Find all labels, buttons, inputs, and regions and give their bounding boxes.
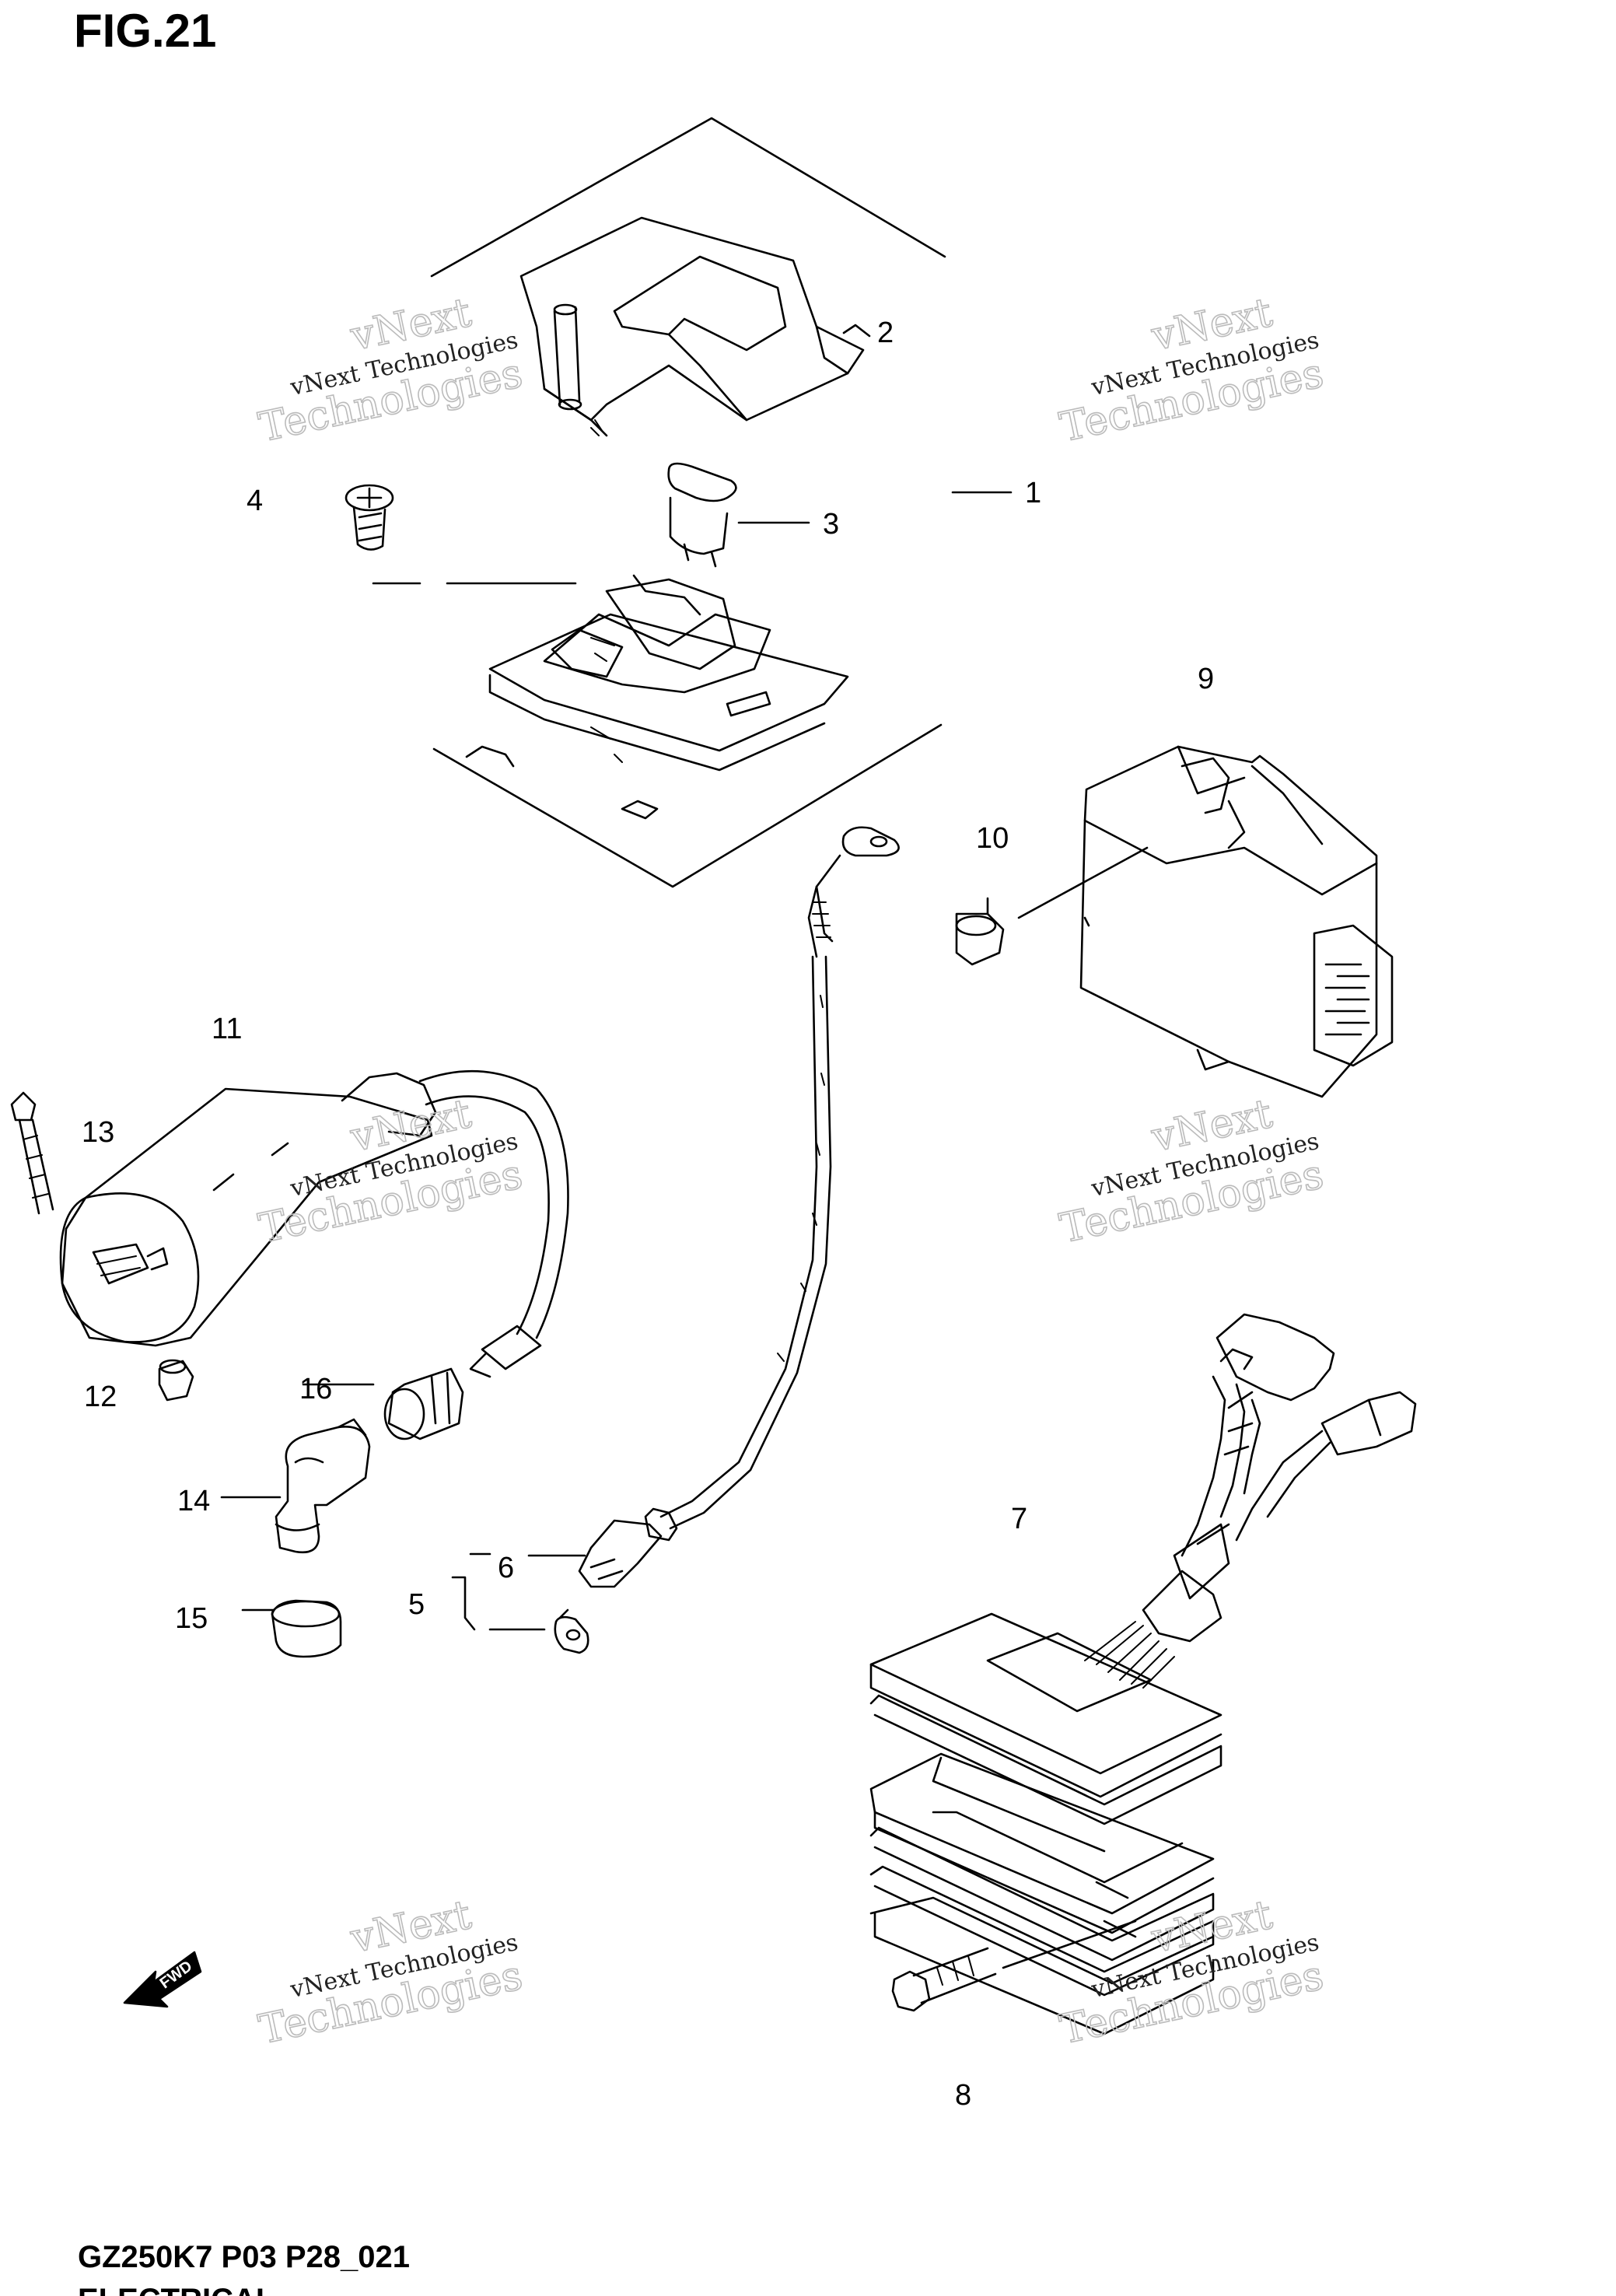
callout-labels: 1 2 3 4 5 6 7 8 9 10 11 12 13 14 15 16 [82,317,1214,2112]
callout-10[interactable]: 10 [976,822,1009,855]
part-7-regulator [869,1313,1417,2035]
section-title: ELECTRICAL [78,2283,275,2296]
callout-2[interactable]: 2 [877,317,894,349]
callout-8[interactable]: 8 [955,2079,971,2112]
callout-6[interactable]: 6 [498,1552,514,1584]
callout-16[interactable]: 16 [299,1373,332,1405]
callout-14[interactable]: 14 [177,1485,210,1517]
callout-5[interactable]: 5 [408,1588,425,1621]
callout-13[interactable]: 13 [82,1116,114,1149]
ground-wire [451,826,900,1654]
callout-7[interactable]: 7 [1011,1503,1027,1535]
callout-1[interactable]: 1 [1025,477,1041,509]
callout-11[interactable]: 11 [212,1013,242,1045]
callout-leaders [737,491,1013,524]
part-1-assembly [345,117,946,888]
callout-9[interactable]: 9 [1198,663,1214,695]
model-code: GZ250K7 P03 P28_021 [78,2240,410,2274]
figure-title: FIG.21 [74,5,216,57]
callout-4[interactable]: 4 [247,485,263,517]
watermark: vNext vNext Technologies Technologies vN… [254,289,1328,2054]
part-11-ignition-coil [10,1069,569,1658]
callout-15[interactable]: 15 [175,1602,208,1635]
callout-12[interactable]: 12 [84,1381,117,1413]
fwd-arrow-icon: FWD [123,1951,202,2008]
part-9-module [955,745,1394,1098]
callout-3[interactable]: 3 [823,508,839,541]
